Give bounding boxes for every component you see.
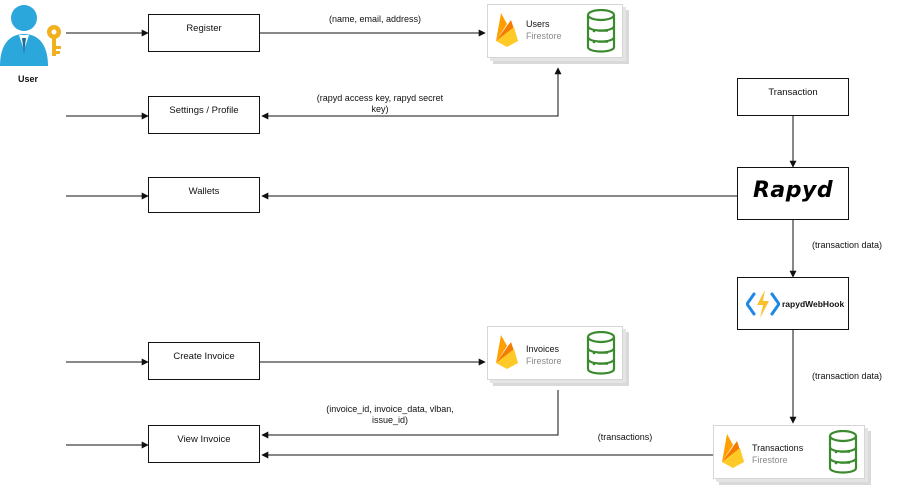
label-register-users: (name, email, address)	[328, 14, 422, 24]
invoices-title: Invoices	[526, 344, 560, 354]
user-key-icon	[0, 5, 61, 66]
label-users-settings-line1: (rapyd access key, rapyd secret	[316, 93, 444, 103]
invoices-subtitle: Firestore	[526, 356, 562, 366]
rapyd-webhook-label: rapydWebHook	[782, 299, 845, 309]
label-rapyd-webhook: (transaction data)	[812, 240, 883, 250]
wallets-label: Wallets	[188, 186, 220, 197]
transaction-label: Transaction	[768, 87, 818, 98]
settings-profile-label: Settings / Profile	[169, 105, 239, 116]
rapyd-webhook-box[interactable]: rapydWebHook	[737, 277, 849, 330]
database-icon	[586, 331, 616, 375]
edge-invoices-view	[261, 390, 559, 439]
settings-profile-box[interactable]: Settings / Profile	[148, 96, 260, 134]
function-bolt-icon	[746, 290, 780, 318]
transactions-title: Transactions	[752, 443, 804, 453]
rapyd-logo-text: Rapyd	[752, 178, 834, 203]
edge-users-settings	[261, 67, 562, 120]
firebase-flame-icon	[496, 335, 518, 369]
label-transactions-view: (transactions)	[597, 432, 653, 442]
wallets-box[interactable]: Wallets	[148, 177, 260, 213]
database-icon	[828, 430, 858, 474]
transactions-firestore[interactable]: Transactions Firestore	[713, 425, 865, 479]
register-label: Register	[186, 23, 222, 34]
user-actor	[0, 2, 66, 72]
label-users-settings-line2: key)	[371, 104, 389, 114]
rapyd-box[interactable]: Rapyd	[737, 167, 849, 220]
firebase-flame-icon	[496, 13, 518, 47]
create-invoice-box[interactable]: Create Invoice	[148, 342, 260, 380]
label-invoices-view-line1: (invoice_id, invoice_data, vlban,	[326, 404, 454, 414]
user-label: User	[18, 74, 39, 84]
transactions-subtitle: Firestore	[752, 455, 788, 465]
database-icon	[586, 9, 616, 53]
users-firestore[interactable]: Users Firestore	[487, 4, 623, 58]
firebase-flame-icon	[722, 434, 744, 468]
view-invoice-box[interactable]: View Invoice	[148, 425, 260, 463]
invoices-firestore[interactable]: Invoices Firestore	[487, 326, 623, 380]
create-invoice-label: Create Invoice	[173, 351, 235, 362]
users-subtitle: Firestore	[526, 31, 562, 41]
register-box[interactable]: Register	[148, 14, 260, 52]
label-invoices-view-line2: issue_id)	[371, 415, 409, 425]
label-webhook-transactions: (transaction data)	[812, 371, 883, 381]
users-title: Users	[526, 19, 550, 29]
view-invoice-label: View Invoice	[177, 434, 231, 445]
transaction-box[interactable]: Transaction	[737, 78, 849, 116]
